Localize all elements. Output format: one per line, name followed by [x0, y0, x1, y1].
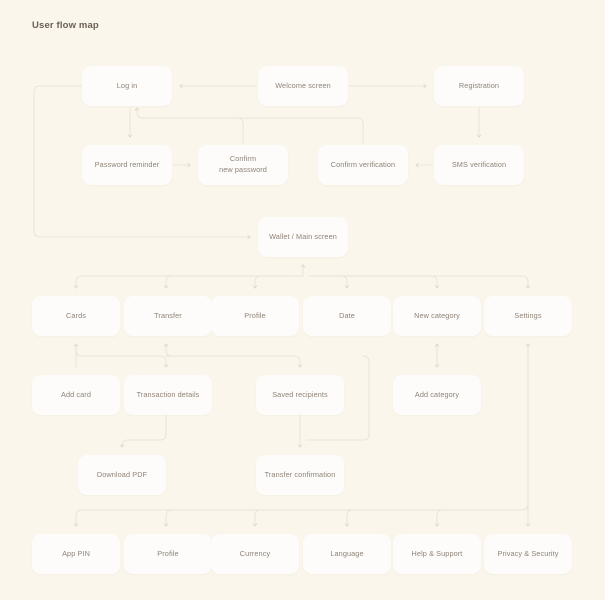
edge-transfer-to-transaction-details [165, 343, 173, 357]
edge-wallet-to-transfer [163, 275, 292, 289]
node-label: Privacy & Security [497, 548, 559, 558]
node-label: Transfer [154, 310, 182, 320]
node-download-pdf[interactable]: Download PDF [78, 455, 166, 495]
node-label: Registration [458, 80, 500, 90]
node-label: Date [339, 310, 355, 320]
edge-settings-to-help-support [434, 509, 501, 527]
edge-confirm-new-password-to-login [134, 107, 244, 144]
node-label: SMS verification [451, 159, 507, 169]
node-cards[interactable]: Cards [32, 296, 120, 336]
node-welcome[interactable]: Welcome screen [258, 66, 348, 106]
node-label: Help & Support [411, 548, 463, 558]
node-add-card[interactable]: Add card [32, 375, 120, 415]
node-transfer[interactable]: Transfer [124, 296, 212, 336]
edge-wallet-to-settings [308, 275, 531, 289]
node-registration[interactable]: Registration [434, 66, 524, 106]
edge-wallet-to-new-category [314, 275, 440, 289]
edge-settings-to-currency [252, 509, 501, 527]
node-profile-nav[interactable]: Profile [211, 296, 299, 336]
edge-settings-to-profile [163, 509, 501, 527]
edge-confirm-verification-to-login [142, 117, 364, 144]
edge-wallet-to-date [314, 275, 350, 289]
node-language[interactable]: Language [303, 534, 391, 574]
node-label: Language [330, 548, 364, 558]
edge-cards-riser [75, 343, 161, 357]
node-sms-verification[interactable]: SMS verification [434, 145, 524, 185]
node-label: Log in [116, 80, 138, 90]
node-label: App PIN [62, 548, 90, 558]
node-transfer-confirmation[interactable]: Transfer confirmation [256, 455, 344, 495]
node-label: Settings [514, 310, 542, 320]
node-label: Confirm new password [219, 154, 267, 174]
node-label: Add card [60, 389, 91, 399]
node-confirm-new-password[interactable]: Confirm new password [198, 145, 288, 185]
node-confirm-verification[interactable]: Confirm verification [318, 145, 408, 185]
node-label: Currency [239, 548, 271, 558]
node-label: Profile [244, 310, 266, 320]
edge-transaction-details-to-download-pdf [119, 414, 167, 448]
node-new-category[interactable]: New category [393, 296, 481, 336]
node-label: New category [414, 310, 460, 320]
edge-transfer-to-saved-recipients [165, 355, 303, 368]
node-label: Confirm verification [330, 159, 396, 169]
node-wallet-main[interactable]: Wallet / Main screen [258, 217, 348, 257]
node-label: Profile [157, 548, 179, 558]
node-profile-settings[interactable]: Profile [124, 534, 212, 574]
node-date[interactable]: Date [303, 296, 391, 336]
node-label: Wallet / Main screen [269, 231, 337, 241]
node-currency[interactable]: Currency [211, 534, 299, 574]
edge-settings-rail-down [521, 343, 529, 511]
edge-settings-to-app-pin [73, 509, 523, 527]
node-login[interactable]: Log in [82, 66, 172, 106]
edge-wallet-to-profile [252, 275, 292, 289]
node-label: Download PDF [96, 469, 148, 479]
node-settings[interactable]: Settings [484, 296, 572, 336]
node-password-reminder[interactable]: Password reminder [82, 145, 172, 185]
node-transaction-details[interactable]: Transaction details [124, 375, 212, 415]
node-label: Cards [66, 310, 86, 320]
edge-settings-to-language [344, 509, 501, 527]
edge-transaction-details-drop [159, 355, 169, 368]
node-help-support[interactable]: Help & Support [393, 534, 481, 574]
edge-wallet-to-cards [73, 275, 304, 289]
page-title: User flow map [32, 20, 99, 31]
node-label: Transaction details [136, 389, 200, 399]
node-label: Add category [414, 389, 460, 399]
node-privacy-security[interactable]: Privacy & Security [484, 534, 572, 574]
node-label: Saved recipients [272, 389, 328, 399]
node-label: Transfer confirmation [264, 469, 336, 479]
node-label: Welcome screen [275, 80, 331, 90]
node-app-pin[interactable]: App PIN [32, 534, 120, 574]
node-saved-recipients[interactable]: Saved recipients [256, 375, 344, 415]
node-label: Password reminder [94, 159, 160, 169]
node-add-category[interactable]: Add category [393, 375, 481, 415]
